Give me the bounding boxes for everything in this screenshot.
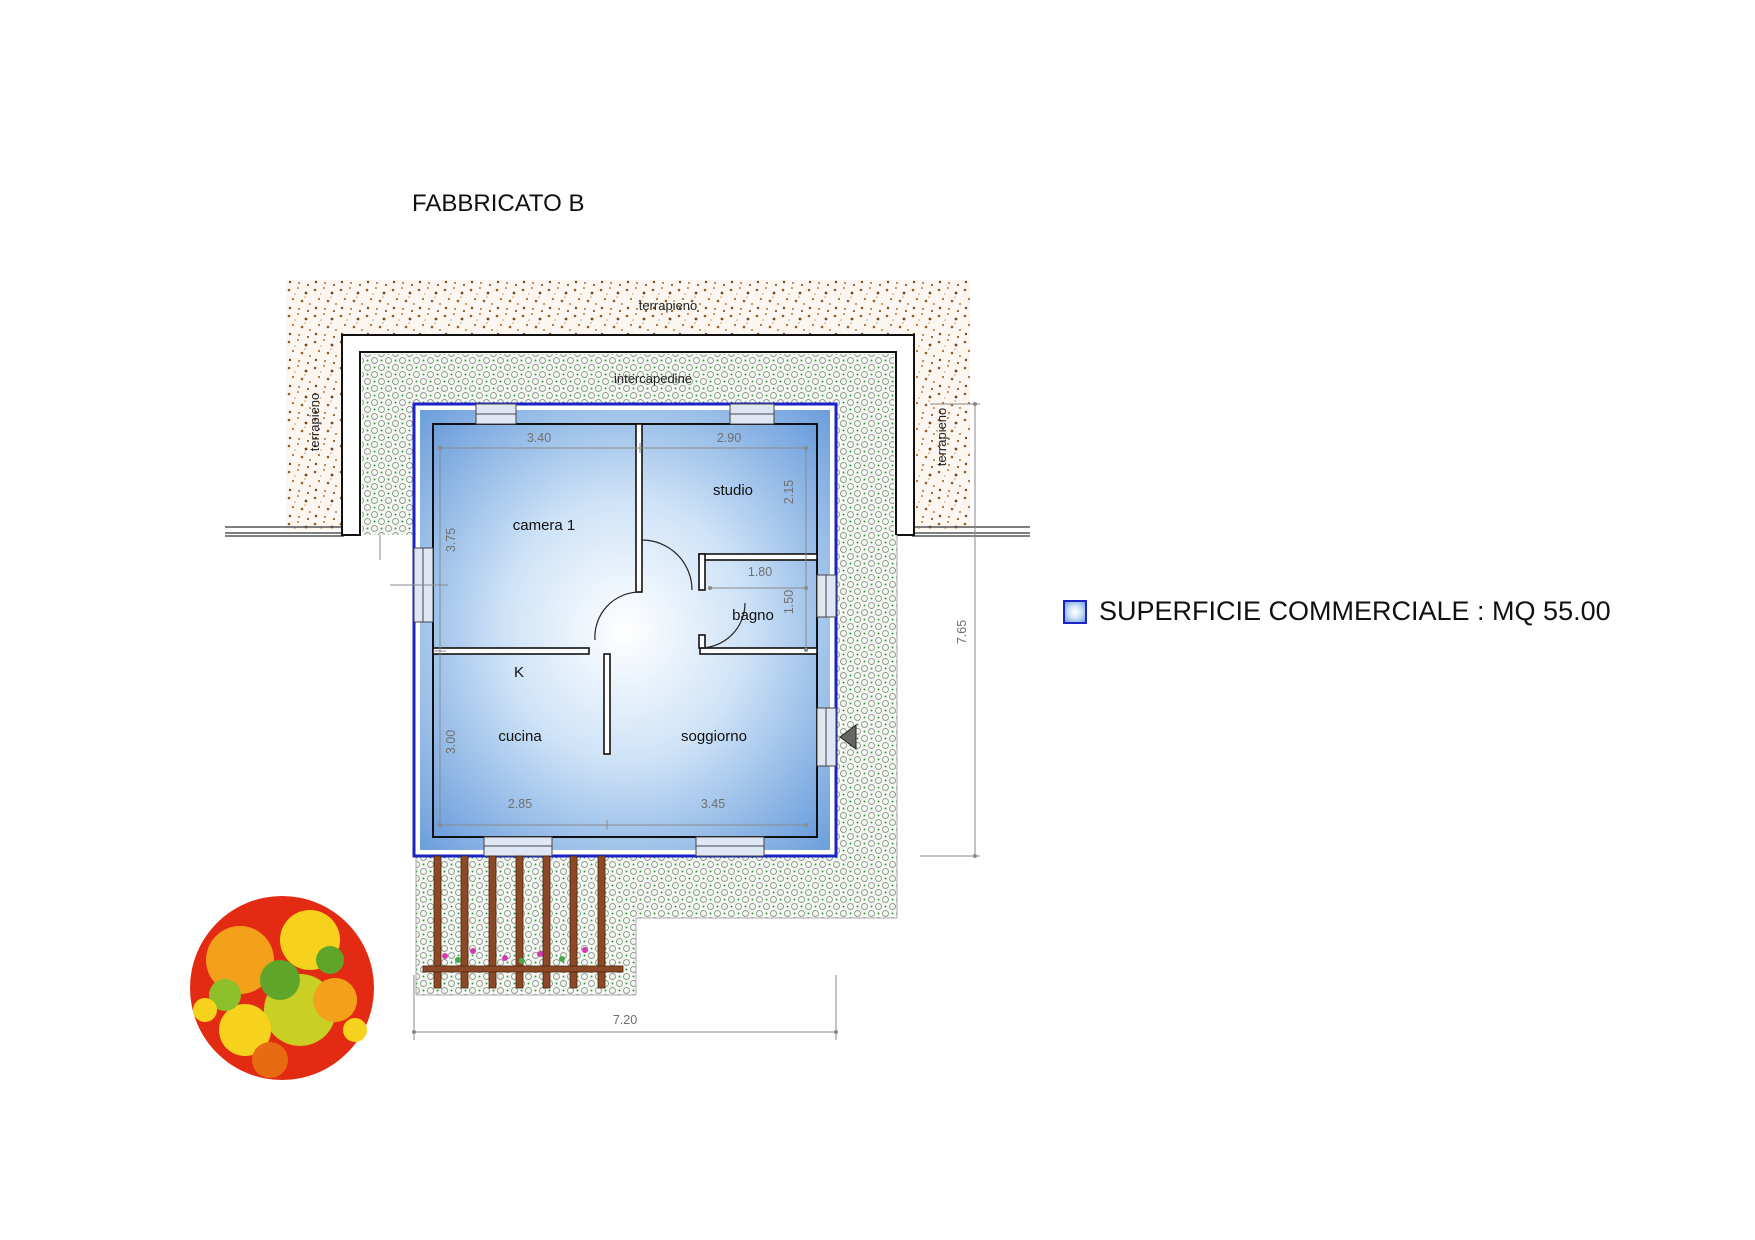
kitchen-mark-label: K	[514, 664, 524, 681]
shrub-icon	[190, 896, 374, 1080]
room-bagno-label: bagno	[732, 607, 774, 624]
building-title: FABBRICATO B	[412, 190, 585, 217]
dimension-soggiorno-width: 3.45	[701, 797, 725, 811]
terrapieno-left-label: terrapieno	[307, 393, 322, 452]
entrance-arrow-icon	[839, 724, 857, 750]
dimension-cucina-width: 2.85	[508, 797, 532, 811]
terrapieno-top-label: terrapieno	[639, 298, 698, 313]
room-camera-label: camera 1	[513, 517, 576, 534]
windows	[413, 403, 837, 857]
room-studio-label: studio	[713, 482, 753, 499]
dimension-lines	[379, 402, 980, 1040]
room-soggiorno-label: soggiorno	[681, 728, 747, 745]
terrapieno-area	[286, 280, 970, 530]
intercapedine-label: intercapedine	[614, 371, 692, 386]
retaining-wall	[341, 334, 915, 536]
dimension-studio-width: 2.90	[717, 431, 741, 445]
dimension-studio-depth: 2.15	[782, 480, 796, 504]
dimension-total-depth: 7.65	[955, 620, 969, 644]
building	[412, 402, 838, 858]
terrapieno-right-label: terrapieno	[934, 408, 949, 467]
pergola	[422, 855, 624, 989]
ground-line	[225, 526, 1030, 537]
area-legend: SUPERFICIE COMMERCIALE : MQ 55.00	[1063, 596, 1611, 627]
legend-label: SUPERFICIE COMMERCIALE : MQ 55.00	[1099, 596, 1611, 626]
interior-walls	[432, 423, 818, 755]
flower-box	[442, 947, 588, 964]
dimension-total-width: 7.20	[613, 1013, 637, 1027]
room-cucina-label: cucina	[498, 728, 542, 745]
legend-swatch	[1063, 599, 1087, 624]
dimension-bagno-width: 1.80	[748, 565, 772, 579]
dimension-camera-depth: 3.75	[444, 528, 458, 552]
interior-doors	[594, 539, 746, 649]
dimension-camera-width: 3.40	[527, 431, 551, 445]
dimension-bagno-depth: 1.50	[782, 590, 796, 614]
dimension-cucina-depth: 3.00	[444, 730, 458, 754]
